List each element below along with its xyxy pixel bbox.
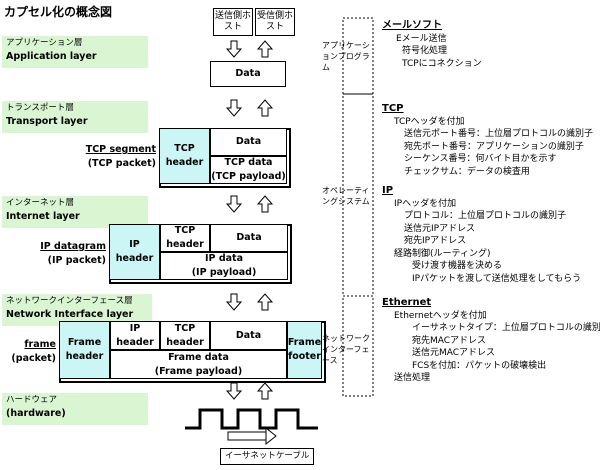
tcp-data-cell: Data — [210, 128, 287, 156]
frame-header-cell: Frame header — [59, 321, 110, 379]
receiver-host-box: 受信側ホスト — [255, 8, 295, 36]
side-bracket-app — [342, 17, 374, 95]
cable-arrow-body — [227, 431, 267, 441]
frame-footer-cell: Frame footer — [287, 321, 322, 379]
ip-payload-cell: IP data(IP payload) — [160, 252, 288, 280]
signal-waveform — [185, 408, 318, 430]
cable-label: イーサネットケーブル — [220, 448, 315, 465]
arrow-pair-1 — [225, 40, 274, 58]
mail-section: メールソフト Eメール送信 符号化処理 TCPにコネクション — [382, 20, 482, 69]
tcp-payload-cell: TCP data(TCP payload) — [210, 156, 287, 184]
side-bracket-nif — [342, 295, 374, 397]
ip-datagram-label: IP datagram(IP packet) — [40, 241, 106, 266]
arrow-pair-5 — [225, 382, 274, 400]
arrow-pair-3 — [225, 195, 274, 213]
frame-label: frame(packet) — [11, 339, 56, 364]
arrow-pair-2 — [225, 99, 274, 117]
tcp-header-cell: TCP header — [159, 128, 210, 184]
ip-tcp-header-cell: TCP header — [160, 224, 210, 252]
frame-payload-cell: Frame data(Frame payload) — [110, 350, 287, 379]
ip-header-cell: IP header — [109, 224, 160, 280]
page-title: カプセル化の概念図 — [4, 5, 113, 19]
frame-ip-header-cell: IP header — [110, 321, 160, 350]
arrow-pair-4 — [225, 293, 274, 311]
tcp-segment-label: TCP segment(TCP packet) — [85, 144, 156, 169]
cable-arrow-head — [265, 426, 277, 446]
side-label-nif: ネットワークインターフェース — [322, 334, 370, 365]
sender-host-box: 送信側ホスト — [213, 8, 253, 36]
app-data-box: Data — [210, 61, 286, 87]
side-label-os: オペレーティングシステム — [322, 186, 370, 206]
ip-data-cell: Data — [210, 224, 288, 252]
ethernet-section: Ethernet Ethernetヘッダを付加 イーサネットタイプ：上位層プロト… — [382, 297, 600, 383]
side-label-app: アプリケーションプログラム — [322, 41, 370, 72]
frame-tcp-header-cell: TCP header — [160, 321, 210, 350]
tcp-section: TCP TCPヘッダを付加 送信元ポート番号：上位層プロトコルの識別子 宛先ポー… — [382, 103, 594, 177]
frame-data-cell: Data — [210, 321, 287, 350]
layer-hardware: ハードウェア(hardware) — [2, 393, 148, 425]
ip-section: IP IPヘッダを付加 プロトコル：上位層プロトコルの識別子 送信元IPアドレス… — [382, 185, 582, 284]
